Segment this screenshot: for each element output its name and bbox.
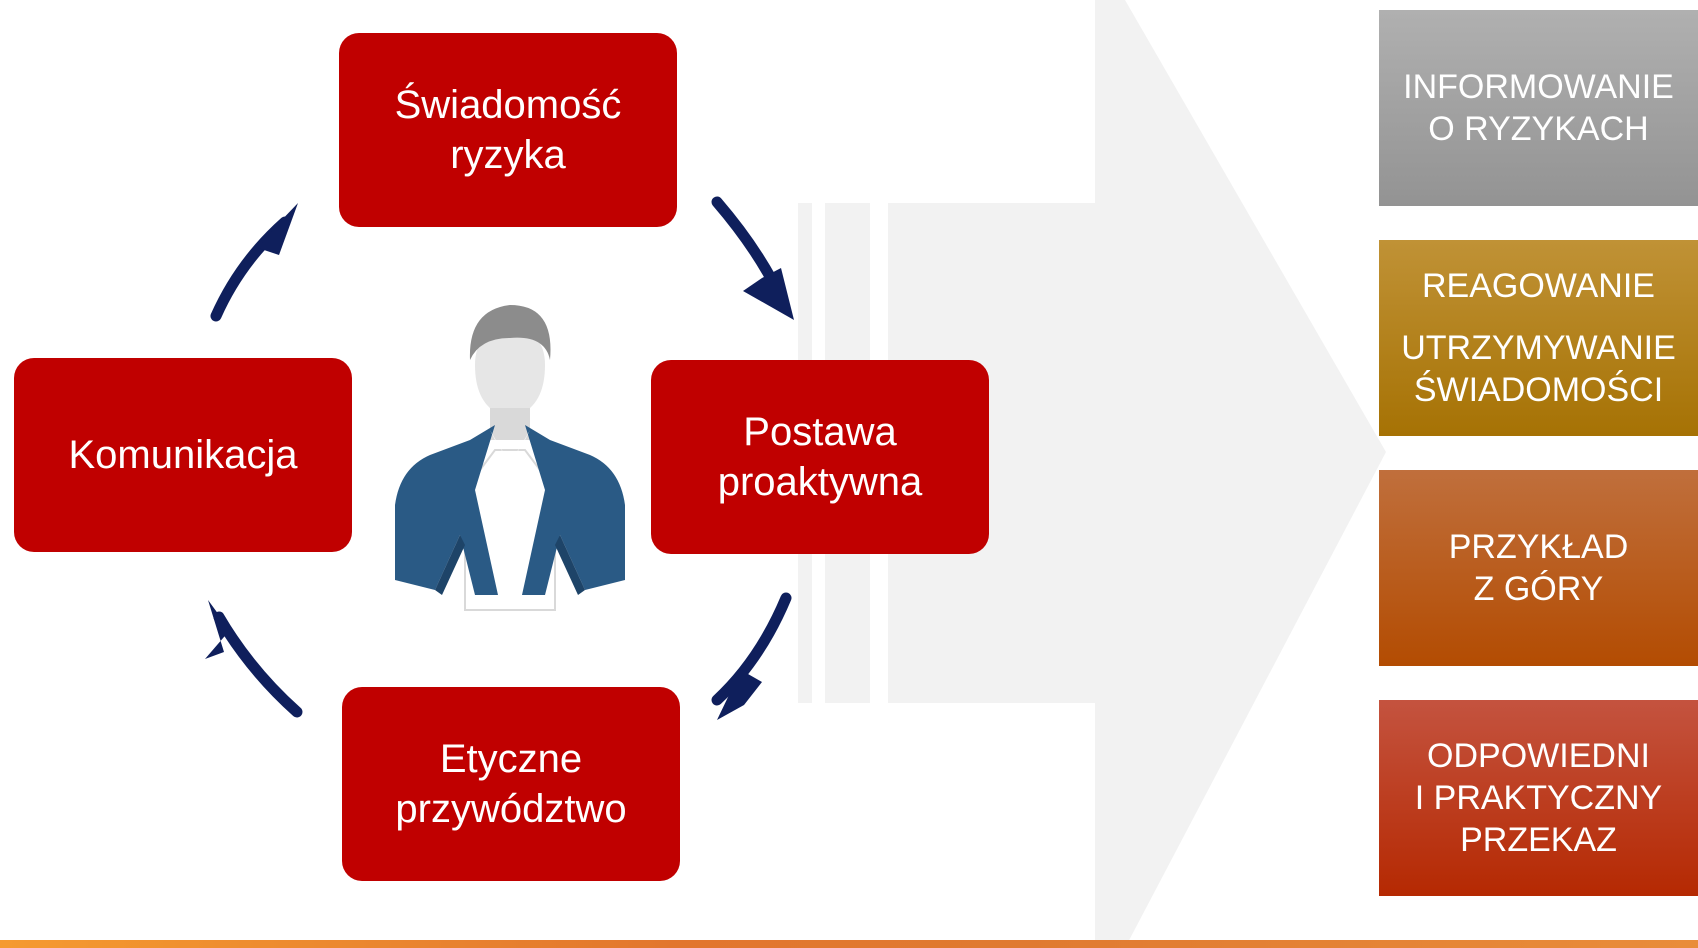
cycle-arrow-icon	[717, 670, 762, 720]
inform-line1: INFORMOWANIE	[1403, 68, 1674, 106]
cycle-arrow-icon	[258, 203, 298, 255]
inform-line2: O RYZYKACH	[1428, 110, 1649, 148]
message-line1: ODPOWIEDNI	[1427, 737, 1650, 775]
ethical-line1: Etyczne	[439, 737, 583, 781]
communication-box: Komunikacja	[14, 358, 352, 552]
message-box: ODPOWIEDNI I PRAKTYCZNY PRZEKAZ	[1379, 700, 1698, 896]
communication-line1: Komunikacja	[68, 433, 298, 477]
proactive-box: Postawa proaktywna	[651, 360, 989, 554]
cycle-arrows	[205, 196, 794, 720]
proactive-line1: Postawa	[743, 410, 897, 454]
react-box: REAGOWANIE UTRZYMYWANIE ŚWIADOMOŚCI	[1379, 240, 1698, 436]
example-box: PRZYKŁAD Z GÓRY	[1379, 470, 1698, 666]
message-line3: PRZEKAZ	[1460, 821, 1617, 859]
cycle-arrow-icon	[743, 268, 794, 320]
react-line2: UTRZYMYWANIE	[1401, 329, 1676, 367]
cycle-arrow-icon	[205, 600, 230, 659]
ethical-box: Etyczne przywództwo	[342, 687, 680, 881]
message-line2: I PRAKTYCZNY	[1414, 779, 1663, 817]
example-line1: PRZYKŁAD	[1448, 528, 1629, 566]
person-icon	[395, 305, 625, 611]
bottom-accent-bar	[0, 940, 1698, 948]
example-line2: Z GÓRY	[1473, 570, 1604, 608]
awareness-line2: ryzyka	[450, 133, 566, 177]
ethical-line2: przywództwo	[395, 787, 627, 831]
react-line1: REAGOWANIE	[1422, 267, 1655, 305]
awareness-line1: Świadomość	[394, 83, 622, 127]
react-line3: ŚWIADOMOŚCI	[1413, 371, 1664, 409]
proactive-line2: proaktywna	[717, 460, 923, 504]
inform-box: INFORMOWANIE O RYZYKACH	[1379, 10, 1698, 206]
awareness-box: Świadomość ryzyka	[339, 33, 677, 227]
